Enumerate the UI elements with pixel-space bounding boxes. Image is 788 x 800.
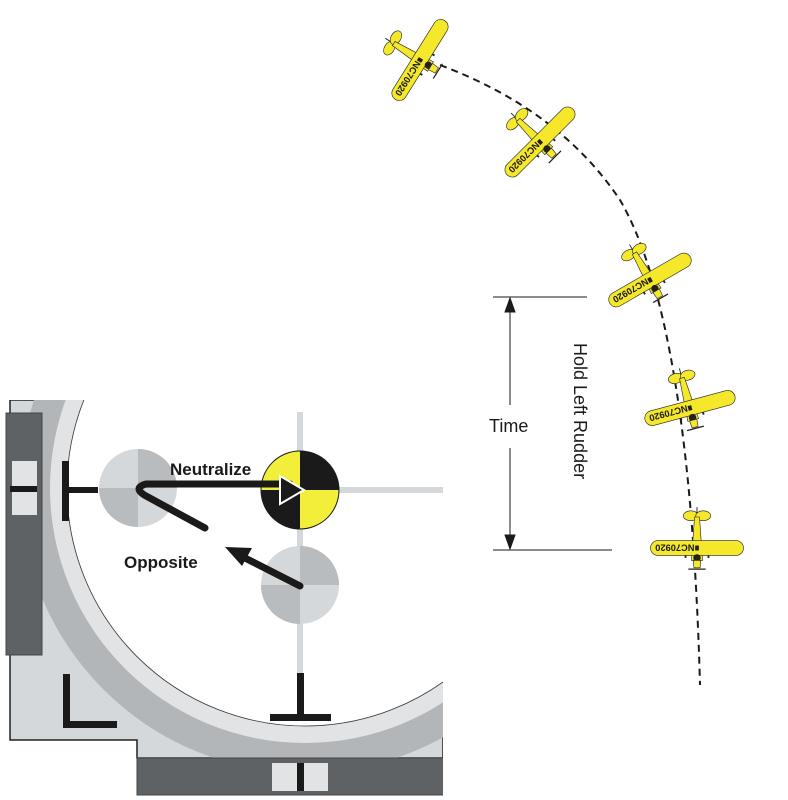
opposite-arrow — [241, 554, 304, 590]
airplane-4: NC70920 — [633, 355, 741, 442]
airplane-1: NC70920 — [360, 0, 464, 112]
airplane-5: NC70920 — [649, 506, 745, 570]
svg-text:NC70920: NC70920 — [506, 140, 541, 175]
inclinometer-gauge — [5, 400, 443, 796]
opposite-arrowhead — [225, 547, 252, 566]
neutralize-label: Neutralize — [170, 460, 251, 479]
neutralize-arrowhead — [279, 474, 306, 506]
time-bracket — [493, 296, 612, 551]
airplane-3: NC70920 — [588, 220, 702, 323]
svg-text:NC70920: NC70920 — [655, 542, 694, 552]
index-marks — [62, 461, 331, 728]
neutralize-arrow — [135, 480, 294, 532]
left-bezel-bar — [5, 412, 43, 656]
hold-left-rudder-label: Hold Left Rudder — [570, 343, 590, 479]
airplane-2: NC70920 — [477, 79, 589, 191]
time-label: Time — [489, 416, 528, 436]
flight-path — [439, 64, 701, 686]
opposite-label: Opposite — [124, 553, 198, 572]
